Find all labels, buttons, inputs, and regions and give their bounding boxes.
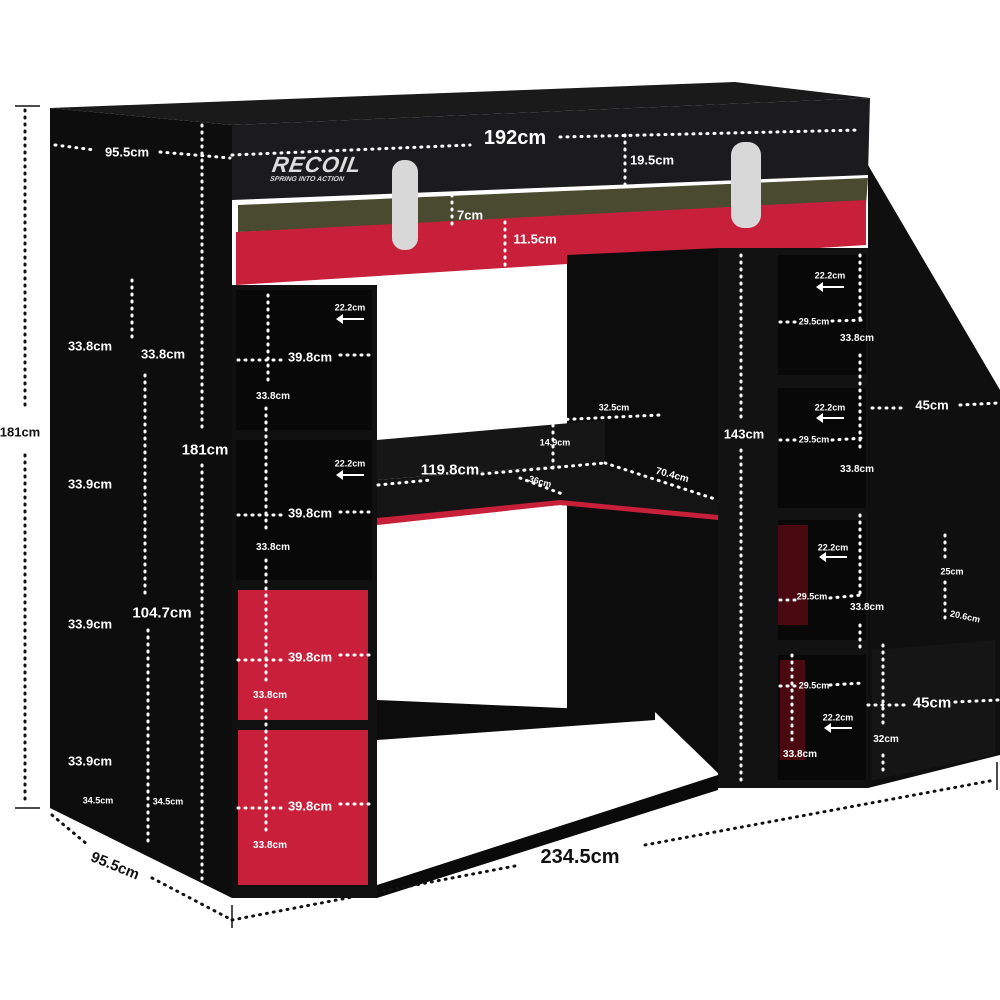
base-rail (377, 775, 718, 898)
side-shelf-height: 33.9cm (67, 476, 113, 492)
total-length-label: 234.5cm (540, 846, 620, 868)
compartment-width: 39.8cm (287, 505, 333, 521)
side-shelf-span: 104.7cm (132, 604, 192, 622)
arrow-left-icon (336, 314, 364, 324)
arrow-left-icon (816, 282, 844, 292)
compartment-height: 33.8cm (253, 690, 287, 701)
desk-back-height: 32.5cm (598, 402, 630, 413)
desk-length: 119.8cm (420, 461, 480, 479)
desk-back (377, 420, 605, 480)
rail-height-label: 11.5cm (513, 231, 557, 247)
arrow-left-icon (824, 723, 852, 733)
side-shelf-height: 33.9cm (67, 753, 113, 769)
headboard (232, 98, 870, 200)
compartment-depth: 22.2cm (814, 402, 846, 413)
compartment-depth: 22.2cm (822, 712, 854, 723)
compartment-height: 33.8cm (840, 333, 874, 344)
overall-width-label: 192cm (483, 127, 547, 149)
side-shelf-height-col2: 33.8cm (140, 346, 186, 362)
outer-dimension-lines (23, 108, 997, 922)
dimension-lines (53, 123, 1000, 897)
top-panel (50, 82, 870, 125)
compartment-height: 33.8cm (256, 391, 290, 402)
compartment-width: 39.8cm (287, 349, 333, 365)
compartment-height: 33.8cm (253, 840, 287, 851)
compartment-height: 33.8cm (783, 749, 817, 760)
arrow-left-icon (819, 552, 847, 562)
left-side-panel (50, 108, 232, 898)
compartment-width: 39.8cm (287, 798, 333, 814)
desk-edge (377, 500, 718, 525)
side-shelf-height: 33.9cm (67, 616, 113, 632)
step-lower-height: 32cm (873, 734, 899, 745)
tower-height: 143cm (723, 426, 765, 442)
inner-height-label: 181cm (181, 441, 229, 459)
compartment-depth: 22.2cm (334, 302, 366, 313)
compartment-width: 29.5cm (798, 680, 830, 691)
compartment-width: 39.8cm (287, 649, 333, 665)
side-shelf-depth: 34.5cm (152, 796, 184, 807)
red-rail (236, 200, 866, 285)
compartment-depth: 22.2cm (817, 542, 849, 553)
mattress-gap-label: 7cm (456, 207, 484, 223)
headboard-height-label: 19.5cm (629, 152, 675, 168)
top-depth-label: 95.5cm (104, 144, 150, 160)
compartment-height: 33.8cm (256, 542, 290, 553)
stair-drawer (872, 640, 995, 780)
stair-unit (868, 165, 1000, 788)
step-upper-width: 45cm (915, 397, 949, 413)
outer-dimension-ticks (15, 105, 998, 928)
compartment-depth: 22.2cm (334, 458, 366, 469)
step-height: 25cm (940, 566, 964, 577)
side-shelf-height: 33.8cm (67, 338, 113, 354)
compartment-width: 29.5cm (798, 316, 830, 327)
compartment-width: 29.5cm (798, 434, 830, 445)
side-shelf-depth: 34.5cm (82, 795, 114, 806)
compartment-depth: 22.2cm (814, 270, 846, 281)
ladder-hook-right (731, 142, 761, 228)
rear-base (377, 700, 655, 740)
compartment-height: 33.8cm (850, 602, 884, 613)
compartment-width: 29.5cm (796, 591, 828, 602)
arrow-left-icon (336, 470, 364, 480)
compartment-height: 33.8cm (840, 464, 874, 475)
overall-height-label: 181cm (0, 424, 41, 440)
step-lower-width: 45cm (912, 694, 952, 712)
ladder-hook-left (392, 160, 418, 250)
desk-riser: 14.9cm (539, 437, 571, 448)
brand-logo: RECOIL SPRING INTO ACTION (269, 152, 364, 183)
arrow-left-icon (816, 413, 844, 423)
